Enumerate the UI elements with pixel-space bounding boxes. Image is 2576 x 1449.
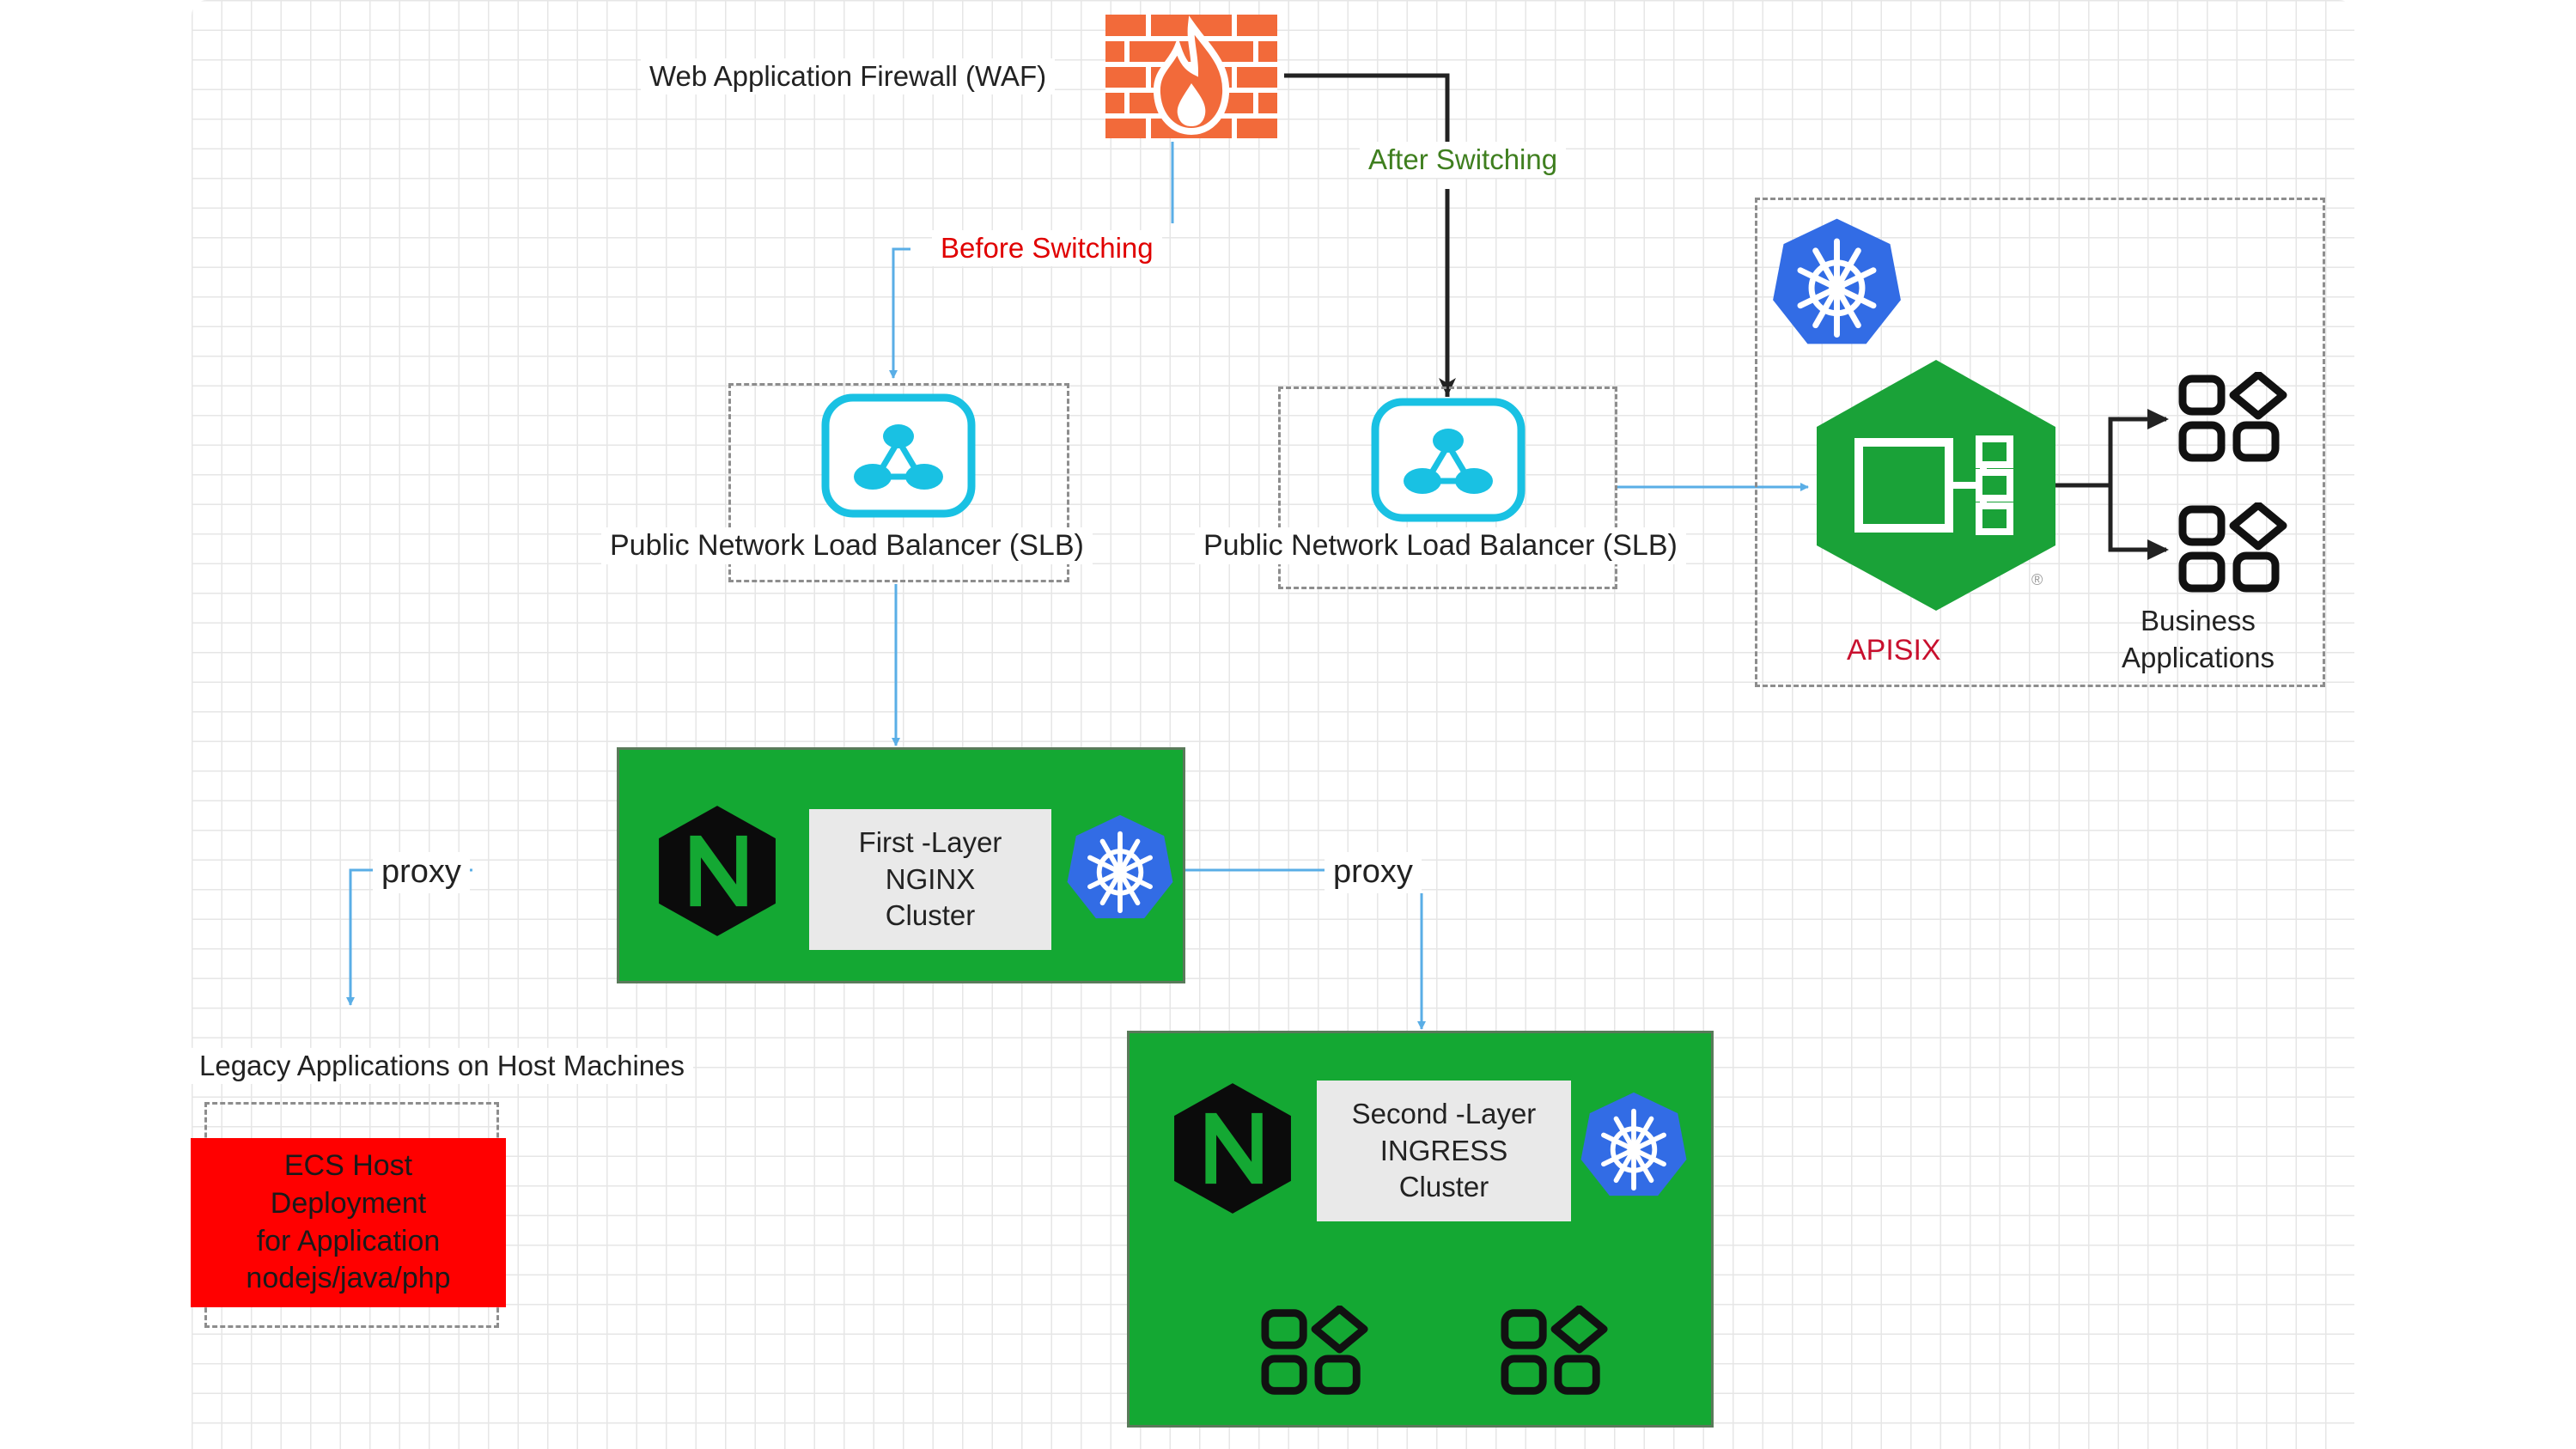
slb-right-frame <box>1278 387 1617 589</box>
business-applications-label: Business Applications <box>2122 605 2275 673</box>
apps-icon <box>2178 372 2287 462</box>
load-balancer-icon <box>1371 398 1526 522</box>
apisix-region-frame <box>1755 198 2325 687</box>
slb-left-frame <box>728 383 1069 582</box>
slb-left-label: Public Network Load Balancer (SLB) <box>601 527 1093 565</box>
nginx-icon <box>1174 1083 1291 1214</box>
after-switching-connector <box>1284 73 1450 142</box>
apps-icon <box>1501 1306 1608 1395</box>
apisix-icon <box>1817 360 2055 611</box>
after-switching-label: After Switching <box>1360 142 1567 178</box>
nginx-icon <box>659 806 776 936</box>
proxy-right-label: proxy <box>1325 852 1422 893</box>
ecs-host-box: ECS Host Deployment for Application node… <box>191 1138 506 1307</box>
before-switching-label: Before Switching <box>932 230 1162 266</box>
apps-icon <box>2178 502 2287 593</box>
legacy-applications-label: Legacy Applications on Host Machines <box>191 1048 693 1084</box>
load-balancer-icon <box>821 393 976 518</box>
apisix-label: APISIX <box>1847 634 1941 667</box>
slb-right-label: Public Network Load Balancer (SLB) <box>1195 527 1686 565</box>
kubernetes-icon <box>1580 1092 1687 1196</box>
before-switching-arrow <box>889 247 910 379</box>
firewall-icon <box>1105 15 1277 138</box>
second-layer-label: Second -Layer INGRESS Cluster <box>1317 1081 1571 1221</box>
proxy-left-label: proxy <box>373 852 470 893</box>
waf-label: Web Application Firewall (WAF) <box>641 58 1056 94</box>
apisix-to-apps-arrowheads <box>2147 409 2169 560</box>
kubernetes-icon <box>1773 218 1901 344</box>
diagram-canvas <box>192 0 2354 1449</box>
first-layer-label: First -Layer NGINX Cluster <box>809 809 1051 950</box>
kubernetes-icon <box>1067 814 1173 919</box>
apps-icon <box>1261 1306 1368 1395</box>
registered-mark: ® <box>2031 571 2043 588</box>
